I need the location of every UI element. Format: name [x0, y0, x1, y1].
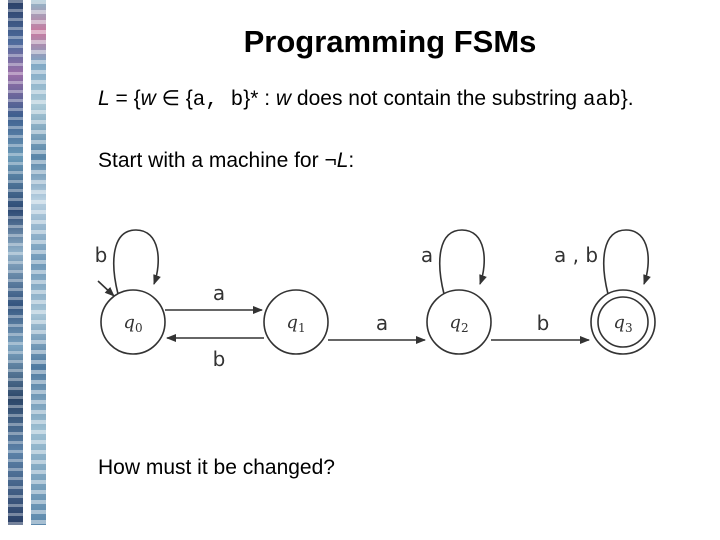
state-q2: q2	[426, 289, 492, 355]
alphabet: a, b	[192, 89, 244, 112]
definition-eq: = {	[109, 87, 141, 110]
state-q1-label: q1	[286, 312, 305, 335]
state-q3-label: q3	[613, 312, 632, 335]
label-q0-loop: b	[95, 243, 108, 267]
state-q3-outer-circle	[590, 289, 656, 355]
start-arrow	[97, 280, 115, 297]
edge-q3-q3	[603, 229, 651, 295]
state-q0-circle	[100, 289, 166, 355]
decorative-strip-right	[31, 0, 46, 525]
state-q0-label: q0	[123, 312, 142, 335]
label-q2-loop: a	[421, 243, 433, 267]
state-q3: q3	[590, 289, 656, 355]
label-q1-q2: a	[376, 311, 388, 335]
forbidden-substring: aab	[582, 89, 621, 112]
start-colon: :	[348, 149, 355, 172]
word-variable: w	[140, 87, 156, 110]
label-q2-q3: b	[537, 311, 550, 335]
kleene-star: }* :	[243, 87, 276, 110]
decorative-strip-left	[8, 0, 23, 525]
word-variable-2: w	[275, 87, 292, 110]
definition-condition: does not contain the substring	[291, 87, 583, 110]
not-symbol: ¬	[324, 149, 337, 172]
state-q1: q1	[263, 289, 329, 355]
state-q0: q0	[100, 289, 166, 355]
language-symbol: L	[98, 87, 110, 110]
label-q0-q1: a	[213, 281, 225, 305]
state-q3-inner-circle	[597, 296, 649, 348]
language-definition: L = {w ∈ {a, b}* : w does not contain th…	[98, 86, 634, 112]
start-instruction: Start with a machine for ¬L:	[98, 149, 354, 173]
complement-language: L	[336, 149, 349, 172]
element-of-symbol: ∈ {	[155, 87, 193, 110]
start-text: Start with a machine for	[98, 149, 325, 172]
state-q1-circle	[263, 289, 329, 355]
edge-q2-q2	[439, 229, 487, 295]
state-q2-circle	[426, 289, 492, 355]
state-q2-label: q2	[449, 312, 468, 335]
edge-q0-q0	[113, 229, 161, 295]
question-text: How must it be changed?	[98, 456, 335, 479]
definition-close: }.	[620, 87, 634, 110]
label-q3-loop: a , b	[554, 243, 598, 267]
slide-title: Programming FSMs	[243, 24, 537, 59]
label-q1-q0: b	[213, 347, 226, 371]
